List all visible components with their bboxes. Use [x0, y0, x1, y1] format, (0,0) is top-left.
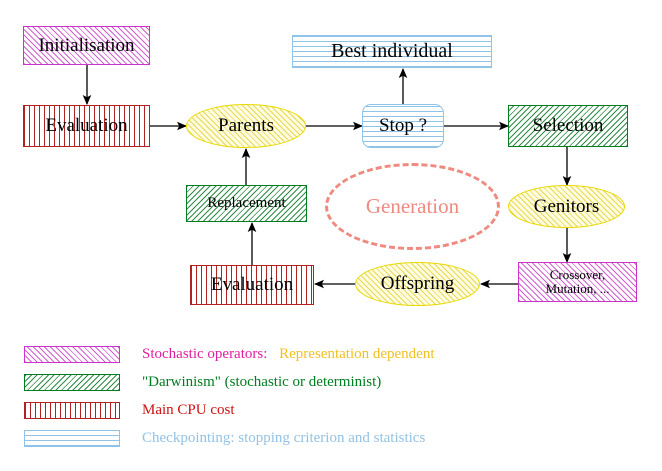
node-best-individual[interactable]: Best individual: [292, 35, 492, 68]
legend-swatch-blue: [24, 430, 120, 447]
node-evaluation-bottom-label: Evaluation: [210, 274, 294, 296]
legend: Stochastic operators: Representation dep…: [0, 340, 662, 471]
node-crossover-mutation[interactable]: Crossover, Mutation, ...: [518, 262, 637, 302]
legend-swatch-magenta: [24, 346, 120, 363]
node-parents[interactable]: Parents: [186, 104, 306, 148]
node-generation-label: Generation: [365, 194, 460, 219]
legend-label-darwinism: "Darwinism" (stochastic or determinist): [142, 374, 382, 390]
node-offspring[interactable]: Offspring: [355, 262, 480, 306]
node-generation: Generation: [325, 163, 500, 250]
node-parents-label: Parents: [218, 115, 274, 137]
node-stop-label: Stop ?: [378, 115, 428, 137]
node-replacement-label: Replacement: [207, 194, 286, 211]
node-evaluation-top-label: Evaluation: [45, 115, 128, 137]
node-crossover-mutation-label: Crossover, Mutation, ...: [545, 267, 610, 296]
node-offspring-label: Offspring: [380, 273, 455, 295]
node-evaluation-top[interactable]: Evaluation: [23, 105, 150, 147]
node-genitors-label: Genitors: [533, 195, 600, 217]
node-genitors[interactable]: Genitors: [508, 185, 625, 228]
legend-label-stochastic: Stochastic operators: Representation dep…: [142, 346, 435, 363]
node-selection[interactable]: Selection: [508, 105, 628, 147]
legend-swatch-red: [24, 402, 120, 419]
legend-label-stochastic-accent: Representation dependent: [279, 346, 435, 362]
node-best-individual-label: Best individual: [331, 40, 453, 62]
legend-label-stochastic-text: Stochastic operators:: [142, 346, 268, 362]
node-initialisation-label: Initialisation: [38, 34, 135, 56]
node-stop[interactable]: Stop ?: [362, 104, 444, 148]
legend-label-checkpointing: Checkpointing: stopping criterion and st…: [142, 430, 426, 446]
legend-label-cpu: Main CPU cost: [142, 402, 235, 418]
node-evaluation-bottom[interactable]: Evaluation: [190, 265, 314, 305]
legend-swatch-green: [24, 374, 120, 391]
node-initialisation[interactable]: Initialisation: [23, 26, 150, 65]
node-selection-label: Selection: [532, 115, 604, 137]
node-replacement[interactable]: Replacement: [186, 185, 307, 222]
